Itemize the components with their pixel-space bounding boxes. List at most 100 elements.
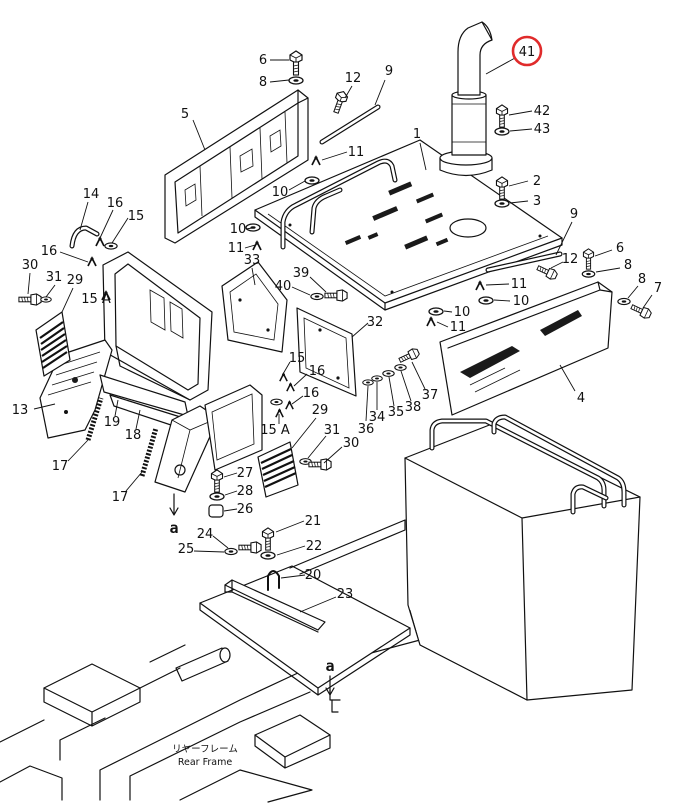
callout-number: 34: [369, 410, 386, 425]
callout-number: 4: [577, 391, 585, 406]
callout-number: 21: [305, 514, 322, 529]
bolt: [582, 248, 595, 270]
leader-line: [223, 472, 238, 478]
clip: [426, 316, 436, 327]
clip: [95, 236, 105, 247]
rod-top: [319, 104, 381, 145]
callout-number: 9: [385, 64, 393, 79]
leader-line: [224, 490, 238, 496]
leader-line: [559, 364, 576, 392]
leader-line: [251, 267, 256, 286]
callout-number: 15 A: [260, 423, 290, 438]
leader-line: [79, 201, 89, 231]
washer: [224, 547, 238, 556]
leader-line: [299, 596, 337, 613]
callout-number: 26: [237, 502, 254, 517]
inner-panel: [221, 261, 288, 353]
callout-number: 10: [230, 222, 247, 237]
tank: [404, 414, 641, 701]
callout-number: 23: [337, 587, 354, 602]
callout-number: 19: [104, 415, 121, 430]
callout-number: 10: [272, 185, 289, 200]
leader-line: [45, 284, 56, 298]
callout-number: 7: [654, 281, 662, 296]
clip: [475, 280, 485, 291]
washer: [304, 176, 320, 185]
leader-line: [485, 57, 516, 75]
callout-number: 38: [405, 400, 422, 415]
callout-number: 12: [562, 252, 579, 267]
leader-line: [244, 244, 256, 249]
leader-line: [555, 221, 573, 256]
callout-number: 15 A: [81, 292, 111, 307]
lower-plate: [99, 374, 191, 429]
callout-number: 43: [534, 122, 551, 137]
callout-number: 2: [533, 174, 541, 189]
leader-line: [291, 417, 317, 449]
leader-line: [443, 310, 453, 313]
callout-number: 39: [293, 266, 310, 281]
leader-line: [508, 180, 529, 187]
grille-right: [257, 441, 299, 498]
callout-number: 37: [422, 388, 439, 403]
callout-number: 8: [624, 258, 632, 273]
clip: [285, 400, 294, 410]
hood: [254, 139, 563, 311]
frame-label-jp: リヤーフレーム: [172, 744, 238, 755]
callout-number: 10: [454, 305, 471, 320]
callout-number: 11: [228, 241, 245, 256]
leader-line: [114, 399, 119, 417]
callout-number: 15: [128, 209, 145, 224]
leader-line: [509, 128, 533, 132]
callout-number: 11: [511, 277, 528, 292]
callout-number: 16: [41, 244, 58, 259]
clip: [286, 382, 295, 392]
leader-line: [111, 217, 129, 244]
callout-number: 30: [22, 258, 39, 273]
callout-number: 33: [244, 253, 261, 268]
clip: [275, 408, 284, 418]
marker-label: a: [325, 657, 334, 675]
callout-number: 14: [83, 187, 100, 202]
rod-right: [485, 251, 563, 273]
leader-line: [307, 435, 327, 459]
leader-lines: [27, 57, 653, 613]
leader-line: [33, 403, 56, 410]
bolt: [261, 527, 275, 551]
leader-line: [344, 85, 353, 99]
leader-line: [595, 267, 621, 273]
callout-number: 13: [12, 403, 29, 418]
leader-line: [275, 520, 305, 533]
leader-line: [212, 535, 229, 549]
callout-number: 17: [52, 459, 69, 474]
leader-line: [288, 180, 306, 191]
bolt: [324, 289, 348, 302]
washer: [428, 307, 444, 316]
callout-number: 24: [197, 527, 214, 542]
rear-frame: [0, 639, 421, 803]
leader-line: [192, 119, 206, 151]
bolt: [210, 469, 224, 493]
callout-number: 11: [348, 145, 365, 160]
callout-number: 31: [324, 423, 341, 438]
washer: [310, 292, 324, 301]
washer: [362, 379, 374, 386]
leader-line: [594, 249, 613, 257]
clip: [311, 155, 321, 166]
leader-line: [282, 361, 291, 375]
leader-line: [27, 272, 31, 295]
leader-line: [485, 283, 510, 286]
callout-number: 6: [616, 241, 624, 256]
reference-marker: a: [169, 493, 179, 537]
leader-line: [374, 79, 386, 106]
leader-line: [245, 227, 253, 230]
callout-number: 29: [312, 403, 329, 418]
callout-number: 28: [237, 484, 254, 499]
leader-line: [508, 110, 533, 116]
cover-panel: [296, 307, 357, 397]
washer: [382, 370, 395, 377]
leader-line: [135, 409, 141, 430]
leader-line: [280, 574, 306, 579]
callout-number: 29: [67, 273, 84, 288]
leader-line: [400, 370, 412, 402]
